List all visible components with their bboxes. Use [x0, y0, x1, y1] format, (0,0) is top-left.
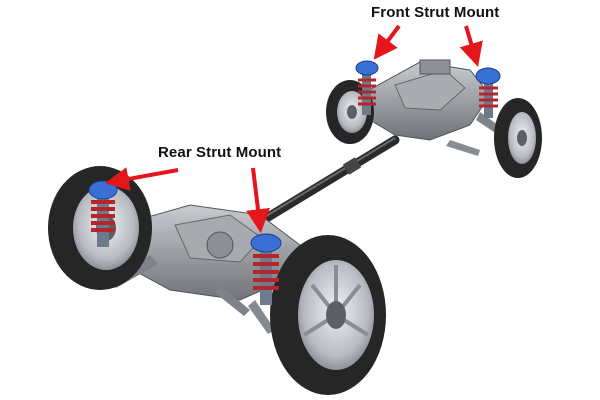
rear-right-wheel	[270, 235, 386, 395]
rear-right-strut-mount	[250, 233, 282, 253]
rear-strut-mount-label: Rear Strut Mount	[158, 144, 282, 161]
drive-shaft	[250, 135, 400, 230]
front-left-mount-arrow	[373, 24, 401, 60]
front-right-strut	[475, 67, 501, 118]
front-left-strut-mount	[355, 60, 379, 76]
rear-right-mount-arrow	[246, 167, 270, 234]
front-right-wheel	[494, 98, 542, 178]
rear-right-strut	[250, 233, 282, 305]
front-right-strut-mount	[475, 67, 501, 85]
front-strut-mount-label: Front Strut Mount	[371, 4, 500, 21]
front-left-strut	[355, 60, 379, 115]
front-right-mount-arrow	[459, 25, 483, 67]
callout-arrows	[104, 24, 483, 234]
rear-left-mount-arrow	[104, 167, 179, 191]
